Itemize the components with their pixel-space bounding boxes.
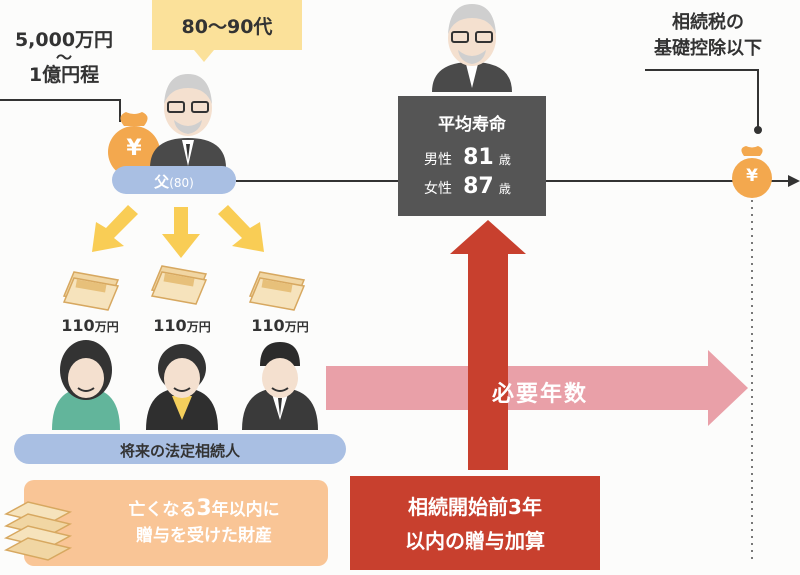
life-expectancy-text: 平均寿命 男性 81 歳 女性 87 歳 bbox=[398, 96, 546, 216]
years-needed-arrow bbox=[326, 350, 748, 426]
male-label: 男性 bbox=[424, 152, 452, 168]
cash-stack-1-icon bbox=[62, 271, 120, 311]
cash-stack-2-icon bbox=[150, 265, 208, 305]
heir-female-1-avatar bbox=[52, 340, 120, 430]
father-label-pill bbox=[112, 166, 236, 194]
female-unit: 歳 bbox=[498, 182, 511, 196]
gift-note-line1b: 3 bbox=[196, 496, 212, 521]
father-label-name: 父 bbox=[154, 173, 170, 191]
threshold-label-line1: 相続税の bbox=[672, 12, 744, 33]
gift-amount-3: 110万円 bbox=[232, 316, 328, 335]
gift-amount-2-unit: 万円 bbox=[186, 320, 211, 334]
life-expectancy-box bbox=[398, 96, 546, 216]
female-label: 女性 bbox=[424, 181, 452, 197]
estate-amount-line2: 1億円程 bbox=[28, 64, 100, 86]
addback-box bbox=[350, 476, 600, 570]
gift-note-line1: 亡くなる3年以内に bbox=[84, 496, 324, 523]
heirs-label: 将来の法定相続人 bbox=[119, 442, 240, 460]
father-label-age: (80) bbox=[169, 176, 194, 190]
addback-up-arrow bbox=[450, 220, 526, 470]
male-unit: 歳 bbox=[498, 153, 511, 167]
estate-amount-line1: 5,000万円 bbox=[14, 29, 114, 51]
estate-amount-sep: ～ bbox=[55, 48, 72, 67]
estate-connector-line bbox=[0, 99, 121, 122]
gift-amount-1: 110万円 bbox=[42, 316, 138, 335]
male-value: 81 bbox=[463, 145, 494, 170]
female-value: 87 bbox=[463, 174, 494, 199]
elderly-avatar bbox=[432, 4, 512, 92]
gift-note-line1a: 亡くなる bbox=[128, 500, 197, 520]
gift-note-box bbox=[24, 480, 328, 566]
threshold-connector-line bbox=[645, 69, 759, 130]
gift-amount-1-num: 110 bbox=[61, 316, 95, 335]
life-expectancy-male: 男性 81 歳 bbox=[398, 145, 546, 170]
age-range-label: 80～90代 bbox=[181, 16, 273, 38]
heirs-label-pill bbox=[14, 434, 346, 464]
gift-note-text: 亡くなる3年以内に 贈与を受けた財産 bbox=[84, 496, 324, 549]
heir-male-avatar bbox=[242, 342, 318, 430]
gift-amount-1-unit: 万円 bbox=[94, 320, 119, 334]
money-bag-icon bbox=[108, 112, 160, 178]
gift-amount-3-num: 110 bbox=[251, 316, 285, 335]
gift-amount-2: 110万円 bbox=[134, 316, 230, 335]
years-needed-label: 必要年数 bbox=[491, 382, 588, 407]
life-expectancy-female: 女性 87 歳 bbox=[398, 174, 546, 199]
gift-amount-3-unit: 万円 bbox=[284, 320, 309, 334]
arrow-right-icon bbox=[218, 205, 264, 252]
estate-amount: 5,000万円 ～ 1億円程 bbox=[4, 30, 124, 86]
gift-note-line1c: 年以内に bbox=[211, 500, 280, 520]
threshold-label: 相続税の 基礎控除以下 bbox=[620, 10, 796, 62]
age-range-box bbox=[152, 0, 302, 62]
threshold-connector-dot bbox=[754, 126, 762, 134]
gift-amount-2-num: 110 bbox=[153, 316, 187, 335]
addback-text: 相続開始前3年 以内の贈与加算 bbox=[350, 490, 600, 558]
father-avatar bbox=[150, 74, 226, 168]
cash-stack-3-icon bbox=[248, 271, 306, 311]
gift-note-line2: 贈与を受けた財産 bbox=[136, 526, 272, 546]
threshold-label-line2: 基礎控除以下 bbox=[654, 38, 762, 59]
cash-pile-icon bbox=[3, 501, 73, 561]
timeline-arrowhead bbox=[788, 175, 800, 187]
addback-line2: 以内の贈与加算 bbox=[405, 529, 545, 553]
yen-symbol-right: ¥ bbox=[746, 166, 758, 186]
down-arrows bbox=[92, 205, 264, 258]
addback-line1: 相続開始前3年 bbox=[408, 495, 542, 519]
heir-female-2-avatar bbox=[146, 344, 218, 430]
arrow-left-icon bbox=[92, 205, 138, 252]
arrow-center-icon bbox=[162, 207, 200, 258]
father-label: 父(80) bbox=[112, 171, 236, 192]
yen-symbol-left: ¥ bbox=[126, 136, 142, 161]
threshold-money-bag-icon bbox=[732, 146, 772, 198]
life-expectancy-title: 平均寿命 bbox=[438, 115, 506, 135]
